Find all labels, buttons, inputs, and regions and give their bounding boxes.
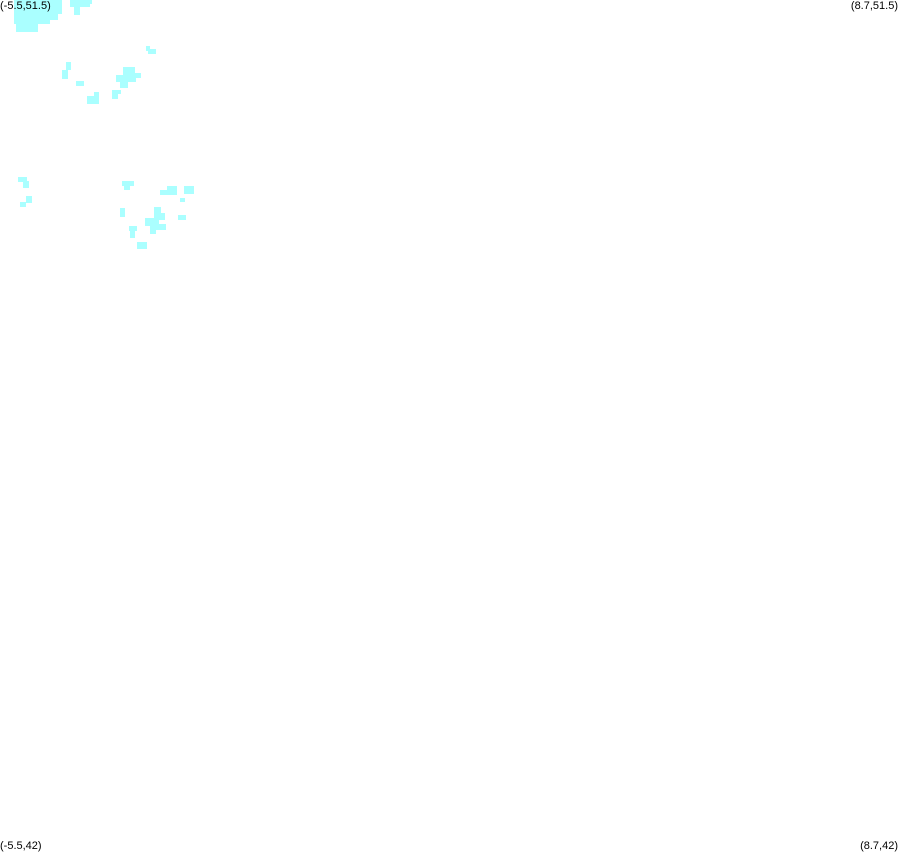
bottom-left-coordinate: (-5.5,42): [0, 840, 42, 852]
coverage-patch: [18, 177, 27, 182]
coverage-patch: [130, 230, 135, 238]
top-left-coordinate: (-5.5,51.5): [0, 0, 51, 12]
coverage-patch: [154, 213, 165, 220]
coverage-patch: [70, 0, 90, 7]
coverage-patch: [116, 75, 136, 82]
coverage-patch: [150, 230, 156, 234]
coverage-patch: [145, 218, 159, 226]
coverage-patch: [116, 90, 121, 94]
coverage-patch: [137, 242, 147, 249]
coverage-patch: [134, 73, 141, 78]
coverage-patch: [62, 70, 68, 79]
top-right-coordinate: (8.7,51.5): [850, 0, 898, 12]
coverage-patch: [50, 14, 58, 20]
coverage-patch: [76, 81, 84, 86]
coverage-patch: [26, 196, 32, 203]
coverage-patch: [150, 224, 166, 230]
coverage-patch: [129, 226, 137, 231]
coverage-patch: [180, 198, 185, 202]
coverage-patch: [112, 90, 118, 99]
coverage-patch: [184, 186, 194, 194]
coverage-patch: [148, 49, 156, 54]
coverage-patch: [178, 215, 186, 220]
coverage-patch: [16, 24, 38, 32]
coverage-patch: [124, 185, 130, 190]
coverage-patch: [66, 62, 71, 70]
coverage-patch: [120, 208, 125, 217]
coverage-patch: [160, 190, 170, 195]
coverage-patch: [122, 181, 134, 186]
coverage-patch: [154, 207, 161, 215]
coverage-patch: [14, 0, 62, 14]
coverage-patch: [167, 186, 177, 195]
bottom-right-coordinate: (8.7,42): [860, 840, 898, 852]
coverage-patch: [14, 14, 50, 24]
coverage-patches: [14, 0, 194, 249]
coverage-patch: [94, 92, 99, 96]
coverage-patch: [74, 7, 80, 15]
coverage-patch: [87, 96, 99, 104]
coverage-patch: [86, 0, 92, 4]
coverage-patch: [20, 202, 26, 207]
coverage-patch: [123, 67, 135, 75]
coverage-patch: [23, 181, 29, 188]
coverage-patch: [146, 46, 150, 51]
coverage-patch: [120, 82, 128, 88]
